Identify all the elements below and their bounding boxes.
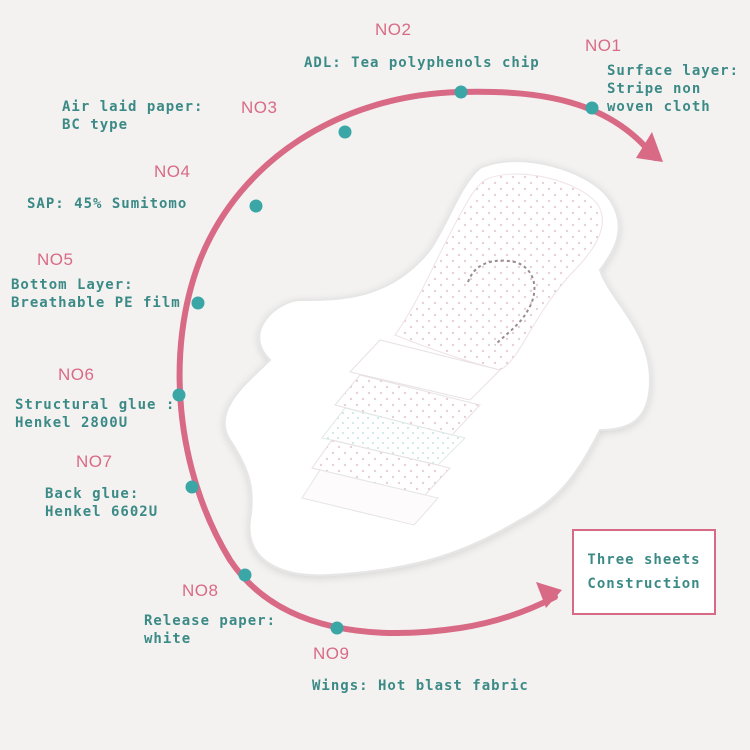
layer-1 xyxy=(349,339,501,401)
label-line: Henkel 2800U xyxy=(15,415,129,431)
layer-no6-number: NO6 xyxy=(58,365,95,384)
layer-no4-number: NO4 xyxy=(154,162,191,181)
arc-group xyxy=(172,85,663,636)
construction-title-box: Three sheets Construction xyxy=(572,529,716,615)
arrowhead-bottom xyxy=(536,582,562,608)
label-line: ADL: Tea polyphenols chip xyxy=(304,55,540,71)
layer-no3-number: NO3 xyxy=(241,98,278,117)
label-line: Structural glue : xyxy=(15,397,176,413)
marker-dot-no9 xyxy=(330,621,344,635)
layer-no3-label: Air laid paper: BC type xyxy=(62,98,203,134)
label-line: Henkel 6602U xyxy=(45,504,159,520)
layer-no2-label: ADL: Tea polyphenols chip xyxy=(304,54,540,72)
pad-top-sheet xyxy=(394,173,603,371)
marker-dot-no2 xyxy=(454,85,468,99)
layer-no8-number: NO8 xyxy=(182,581,219,600)
label-line: Wings: Hot blast fabric xyxy=(312,678,529,694)
label-line: Bottom Layer: xyxy=(11,277,134,293)
layer-no4-label: SAP: 45% Sumitomo xyxy=(27,195,187,213)
label-line: Release paper: xyxy=(144,613,277,629)
layer-no1-number: NO1 xyxy=(585,36,622,55)
marker-dot-no3 xyxy=(338,125,352,139)
layer-no7-number: NO7 xyxy=(76,452,113,471)
layer-no8-label: Release paper: white xyxy=(144,612,276,648)
label-line: SAP: 45% Sumitomo xyxy=(27,196,188,212)
sanitary-pad-illustration xyxy=(223,160,652,577)
layer-5 xyxy=(301,469,439,526)
label-line: Stripe non xyxy=(607,81,702,97)
title-line-1: Three sheets xyxy=(587,552,701,568)
layer-no6-label: Structural glue : Henkel 2800U xyxy=(15,396,175,432)
layer-no2-number: NO2 xyxy=(375,20,412,39)
label-line: BC type xyxy=(62,117,129,133)
arc-path xyxy=(176,88,658,636)
label-line: white xyxy=(144,631,192,647)
layer-no7-label: Back glue: Henkel 6602U xyxy=(45,485,158,521)
title-line-2: Construction xyxy=(587,576,701,592)
label-line: Back glue: xyxy=(45,486,140,502)
layer-no9-number: NO9 xyxy=(313,644,350,663)
marker-dot-no5 xyxy=(191,296,205,310)
layer-no5-number: NO5 xyxy=(37,250,74,269)
marker-dot-no1 xyxy=(585,101,599,115)
core-outline xyxy=(467,259,536,346)
label-line: Breathable PE film xyxy=(11,295,181,311)
layer-no1-label: Surface layer: Stripe non woven cloth xyxy=(607,62,739,116)
label-line: Air laid paper: xyxy=(62,99,204,115)
marker-dot-no7 xyxy=(185,480,199,494)
layer-no9-label: Wings: Hot blast fabric xyxy=(312,677,529,695)
marker-dot-no8 xyxy=(238,568,252,582)
label-line: woven cloth xyxy=(607,99,711,115)
arrowhead-top xyxy=(636,132,663,162)
marker-dot-no4 xyxy=(249,199,263,213)
marker-dot-no6 xyxy=(172,388,186,402)
label-line: Surface layer: xyxy=(607,63,740,79)
layer-no5-label: Bottom Layer: Breathable PE film xyxy=(11,276,181,312)
